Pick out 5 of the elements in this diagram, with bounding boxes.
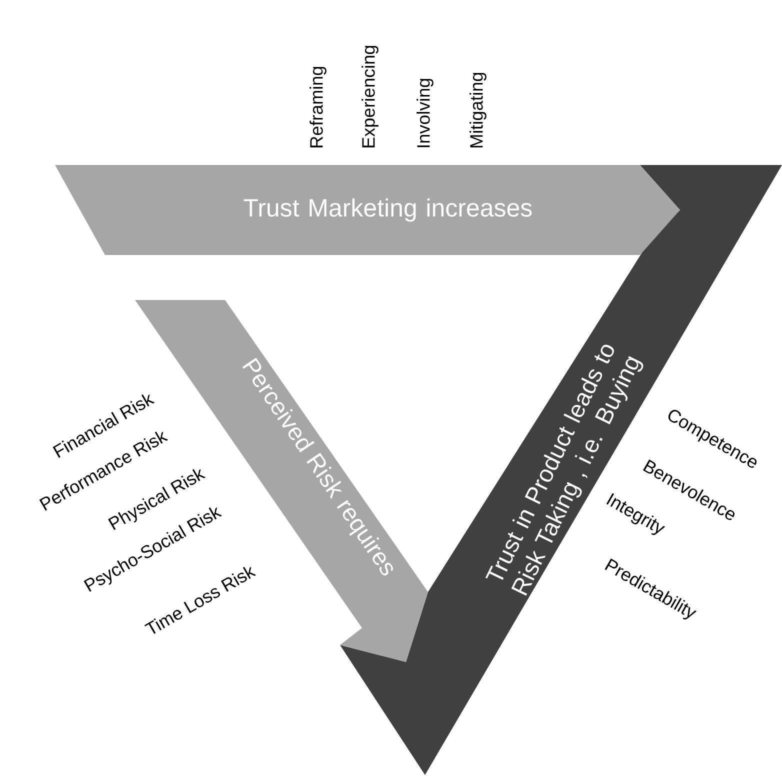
arrow-band: Trust Marketing increases: [55, 165, 680, 255]
label: Mitigating: [470, 72, 486, 148]
label: Reframing: [310, 66, 326, 148]
label: Experiencing: [362, 46, 378, 148]
label: Involving: [416, 78, 434, 148]
